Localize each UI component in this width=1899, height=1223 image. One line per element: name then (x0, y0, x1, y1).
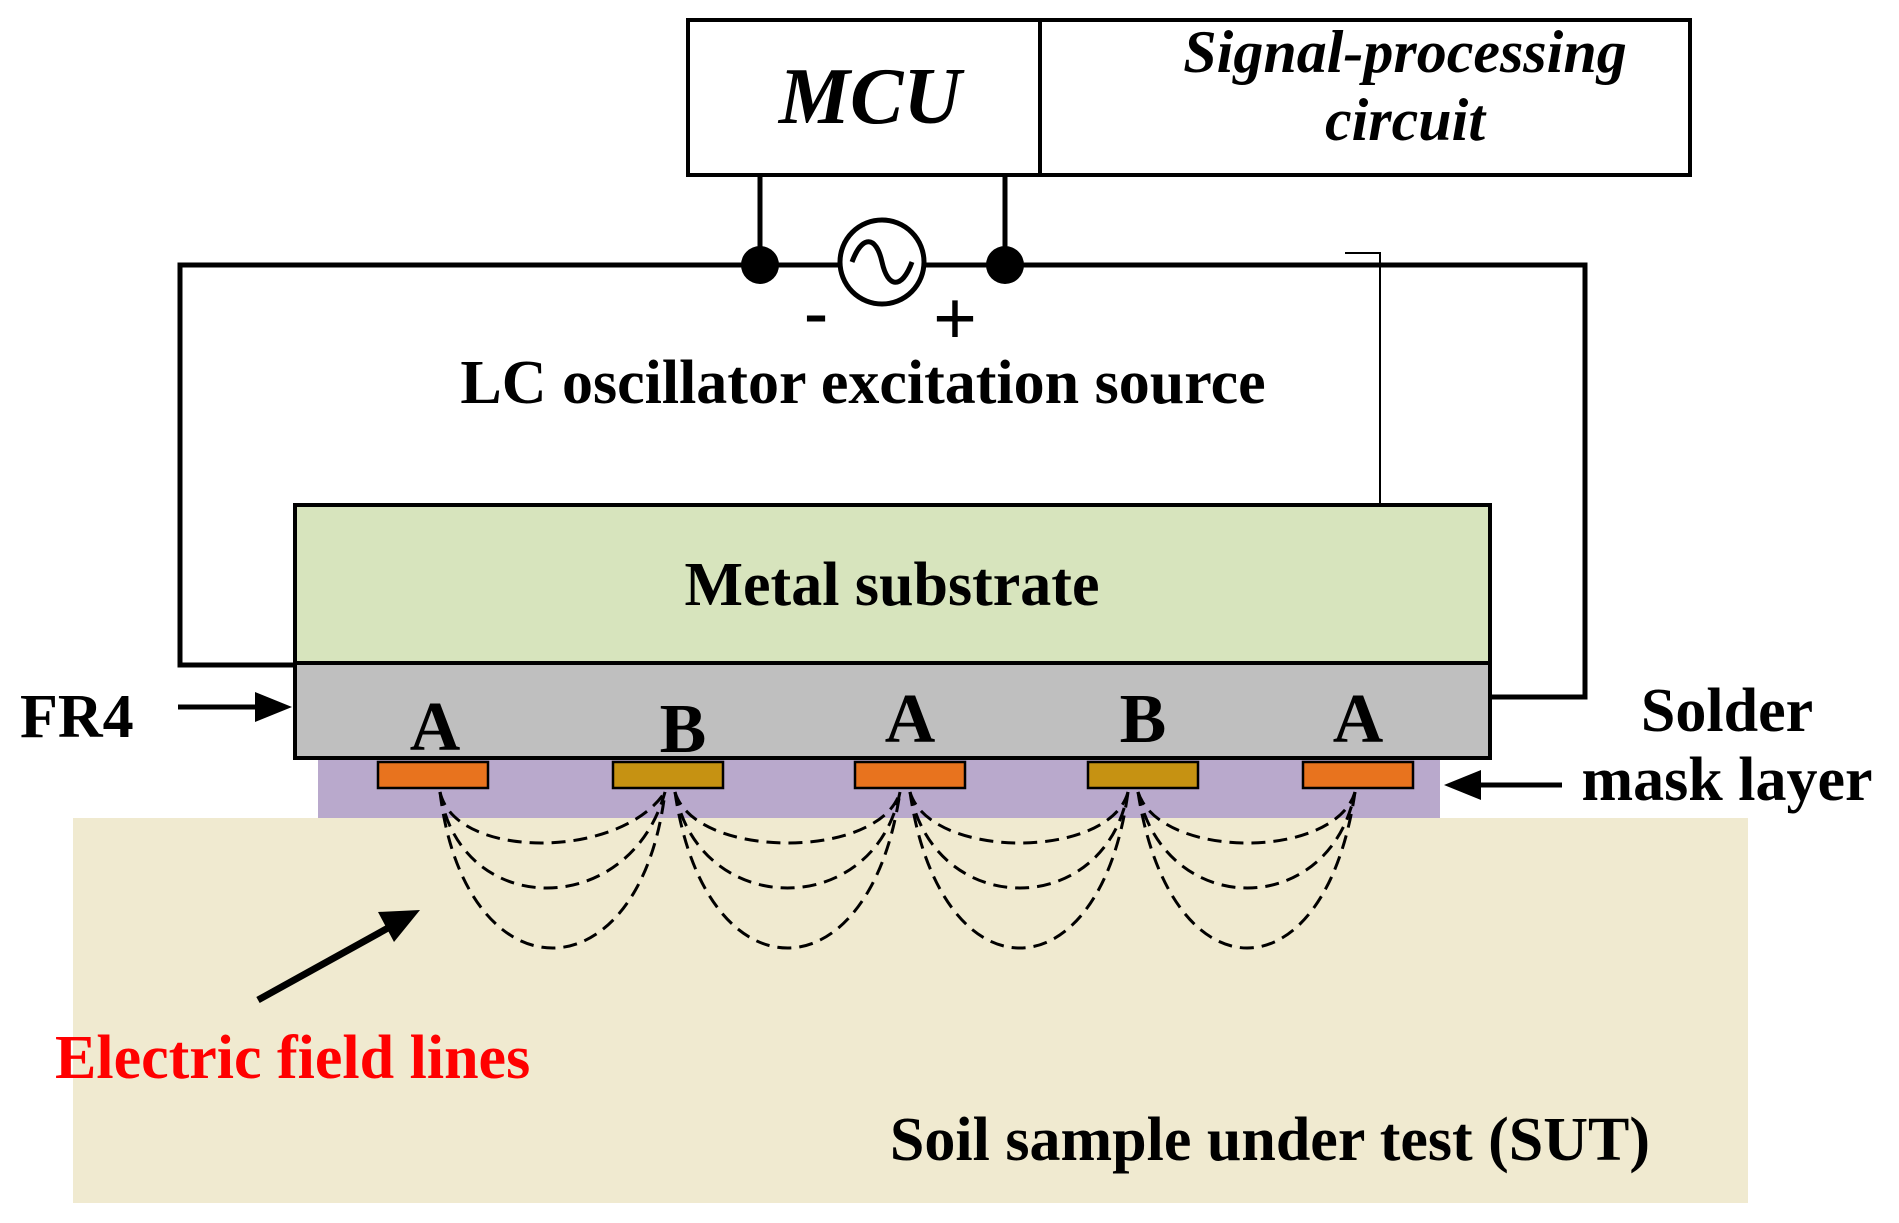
signal-processing-label-line2: circuit (1325, 87, 1487, 153)
soil-label: Soil sample under test (SUT) (890, 1106, 1650, 1174)
electrode-a-3 (1301, 760, 1415, 790)
electrode-a-1 (376, 760, 490, 790)
signal-processing-box (1038, 18, 1692, 177)
electrode-label-5: A (1333, 681, 1384, 758)
lc-source-label: LC oscillator excitation source (460, 349, 1265, 417)
electric-field-lines (438, 791, 1357, 950)
node-minus (741, 246, 779, 284)
electrode-a-2 (853, 760, 967, 790)
electric-field-arrow (256, 910, 420, 1004)
electrode-label-3: A (885, 681, 936, 758)
substrate-connection-wire (1345, 252, 1381, 505)
signal-processing-label-line1: Signal-processing (1183, 19, 1626, 85)
plus-sign: + (933, 275, 977, 362)
electrode-b-1 (611, 760, 725, 790)
soil-sample (73, 818, 1748, 1203)
fr4-layer (293, 661, 1492, 760)
electrode-b-2 (1086, 760, 1200, 790)
solder-mask-label-line2: mask layer (1581, 746, 1872, 814)
solder-mask-arrow (1444, 770, 1562, 800)
ac-source-icon (837, 217, 927, 307)
solder-mask-label-line1: Solder (1641, 677, 1813, 745)
node-plus (986, 246, 1024, 284)
fr4-arrow (178, 692, 292, 722)
minus-sign: - (804, 274, 827, 351)
electrode-label-2: B (660, 691, 707, 768)
fr4-label: FR4 (20, 683, 134, 751)
electric-field-label: Electric field lines (55, 1024, 530, 1092)
metal-substrate-label: Metal substrate (685, 551, 1100, 619)
mcu-label: MCU (777, 53, 965, 141)
electrode-label-1: A (410, 689, 461, 766)
electrode-label-4: B (1120, 681, 1167, 758)
